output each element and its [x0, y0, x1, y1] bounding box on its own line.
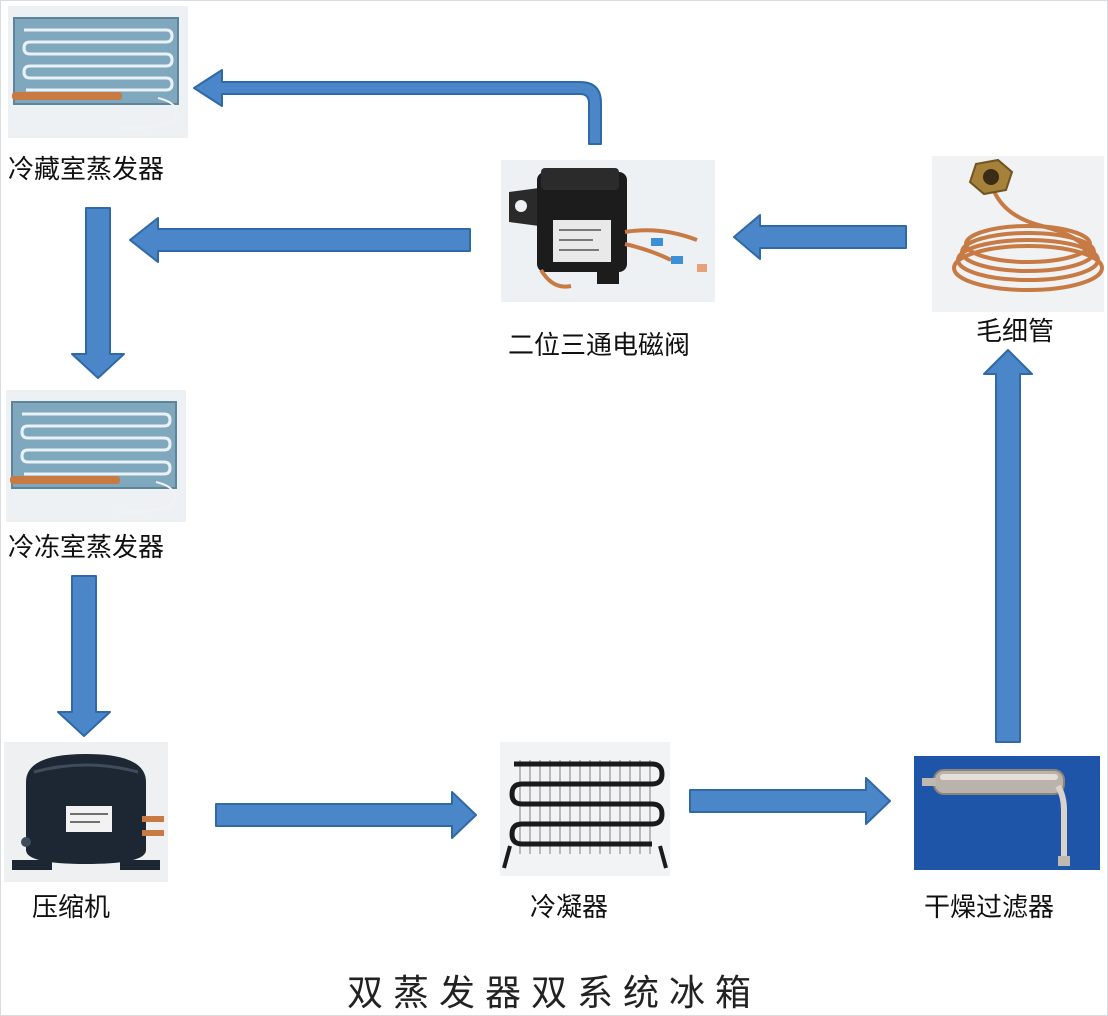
evaporator-panel-icon	[8, 6, 188, 138]
condenser-label: 冷凝器	[530, 893, 609, 923]
arrow-dryer-to-capillary	[983, 349, 1033, 743]
fridge-evaporator-photo	[8, 6, 188, 138]
copper-coil-icon	[932, 156, 1104, 312]
solenoid-valve-label: 二位三通电磁阀	[508, 331, 691, 361]
condenser-coil-icon	[500, 742, 670, 876]
arrow-compressor-to-condenser	[215, 791, 477, 839]
arrow-freezer-evaporator-to-compressor	[57, 575, 111, 737]
dryer-filter-label: 干燥过滤器	[924, 893, 1055, 923]
arrow-fridge-to-freezer-evaporator	[71, 207, 125, 379]
freezer-evaporator-photo	[6, 390, 186, 522]
arrow-valve-to-freezer-evaporator	[129, 217, 471, 263]
fridge-evaporator-label: 冷藏室蒸发器	[8, 155, 165, 185]
solenoid-valve-photo	[501, 160, 715, 302]
arrow-valve-to-fridge-evaporator	[193, 69, 602, 145]
solenoid-valve-icon	[501, 160, 715, 302]
capillary-photo	[932, 156, 1104, 312]
diagram-caption: 双蒸发器双系统冰箱	[346, 973, 761, 1014]
condenser-photo	[500, 742, 670, 876]
dryer-filter-photo	[914, 756, 1100, 870]
arrow-condenser-to-dryer	[689, 777, 891, 825]
compressor-label: 压缩机	[32, 893, 111, 923]
compressor-photo	[4, 742, 168, 882]
freezer-evaporator-label: 冷冻室蒸发器	[8, 533, 165, 563]
compressor-icon	[4, 742, 168, 882]
dryer-filter-icon	[914, 756, 1100, 870]
capillary-label: 毛细管	[976, 317, 1055, 347]
arrow-capillary-to-valve	[733, 214, 907, 260]
evaporator-panel-icon	[6, 390, 186, 522]
